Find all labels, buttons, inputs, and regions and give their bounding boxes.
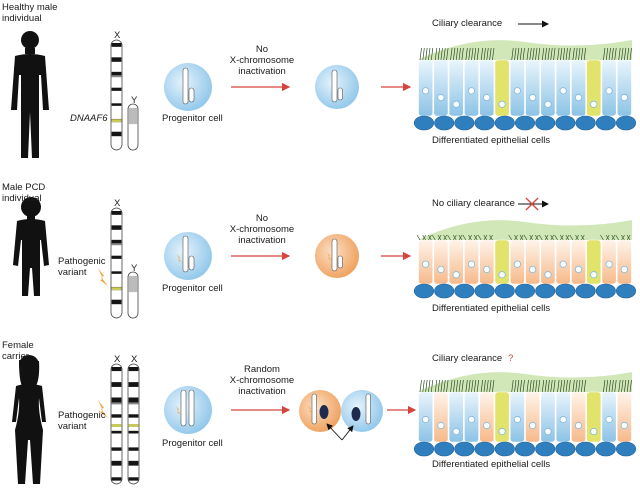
clearance-label-3: Ciliary clearance bbox=[432, 353, 503, 364]
progenitor-label-1: Progenitor cell bbox=[162, 113, 223, 124]
variant-line: variant bbox=[58, 267, 87, 278]
chromosome bbox=[127, 271, 139, 319]
chr-label-y: Y bbox=[131, 95, 138, 106]
variant-line: variant bbox=[58, 421, 87, 432]
title-line: individual bbox=[2, 13, 42, 24]
epithelium-carrier bbox=[413, 372, 637, 457]
tissue-label-2: Differentiated epithelial cells bbox=[432, 303, 551, 314]
variant-label-1: Pathogenic variant bbox=[58, 256, 106, 278]
lightning-icon-2 bbox=[98, 400, 108, 418]
progenitor-cell-3 bbox=[164, 386, 212, 434]
epithelium-healthy bbox=[413, 40, 637, 131]
progenitor-label-3: Progenitor cell bbox=[162, 438, 223, 449]
progenitor-label-2: Progenitor cell bbox=[162, 283, 223, 294]
gene-label: DNAAF6 bbox=[70, 113, 108, 124]
progenitor-cell-2 bbox=[164, 232, 212, 280]
daughter-cell-1 bbox=[315, 65, 359, 109]
title-line: Male PCD bbox=[2, 182, 46, 193]
process-line: X-chromosome bbox=[229, 224, 295, 235]
variant-label-2: Pathogenic variant bbox=[58, 410, 106, 432]
process-line: No bbox=[255, 44, 269, 55]
title-healthy-male: Healthy male individual bbox=[2, 2, 57, 24]
process-label-1: No X-chromosome inactivation bbox=[227, 44, 297, 77]
chromosome-pair-1 bbox=[110, 39, 139, 151]
title-line: Healthy male bbox=[2, 2, 58, 13]
process-line: X-chromosome bbox=[229, 55, 295, 66]
process-line: inactivation bbox=[238, 235, 286, 246]
chromosome-pair-3 bbox=[110, 363, 140, 485]
process-line: No bbox=[255, 213, 269, 224]
question-mark: ? bbox=[508, 353, 514, 364]
chromosome bbox=[110, 363, 123, 485]
chr-label-x: X bbox=[114, 30, 121, 41]
chromosome bbox=[110, 207, 123, 319]
process-label-2: No X-chromosome inactivation bbox=[227, 213, 297, 246]
progenitor-cell-1 bbox=[164, 63, 212, 111]
chromosome-pair-2 bbox=[110, 207, 139, 319]
variant-line: Pathogenic bbox=[58, 256, 106, 267]
chr-label-x: X bbox=[114, 198, 121, 209]
process-line: inactivation bbox=[238, 386, 286, 397]
title-female-carrier: Female carrier bbox=[2, 340, 34, 362]
chr-label-x: X bbox=[114, 354, 121, 365]
no-clearance-arrow bbox=[518, 197, 549, 211]
process-line: inactivation bbox=[238, 66, 286, 77]
title-line: carrier bbox=[2, 351, 29, 362]
clearance-label-1: Ciliary clearance bbox=[432, 18, 503, 29]
daughter-cell-2 bbox=[315, 234, 359, 278]
chromosome bbox=[127, 103, 139, 151]
child-silhouette-icon bbox=[13, 197, 49, 296]
title-line: Female bbox=[2, 340, 34, 351]
chr-label-x2: X bbox=[131, 354, 138, 365]
daughter-cell-3b bbox=[341, 390, 383, 432]
title-line: individual bbox=[2, 193, 42, 204]
chromosome bbox=[110, 39, 123, 151]
tissue-label-3: Differentiated epithelial cells bbox=[432, 459, 551, 470]
barr-body-pointer bbox=[326, 423, 354, 441]
male-silhouette-icon bbox=[11, 31, 49, 158]
lightning-icon-1 bbox=[98, 268, 108, 286]
variant-line: Pathogenic bbox=[58, 410, 106, 421]
process-label-3: Random X-chromosome inactivation bbox=[227, 364, 297, 397]
title-male-pcd: Male PCD individual bbox=[2, 182, 45, 204]
female-silhouette-icon bbox=[12, 355, 46, 484]
tissue-label-1: Differentiated epithelial cells bbox=[432, 135, 551, 146]
chromosome bbox=[127, 363, 140, 485]
daughter-cell-3a bbox=[299, 390, 341, 432]
process-line: X-chromosome bbox=[229, 375, 295, 386]
process-line: Random bbox=[244, 364, 280, 375]
epithelium-pcd bbox=[413, 220, 637, 299]
clearance-label-2: No ciliary clearance bbox=[432, 198, 515, 209]
chr-label-y: Y bbox=[131, 263, 138, 274]
